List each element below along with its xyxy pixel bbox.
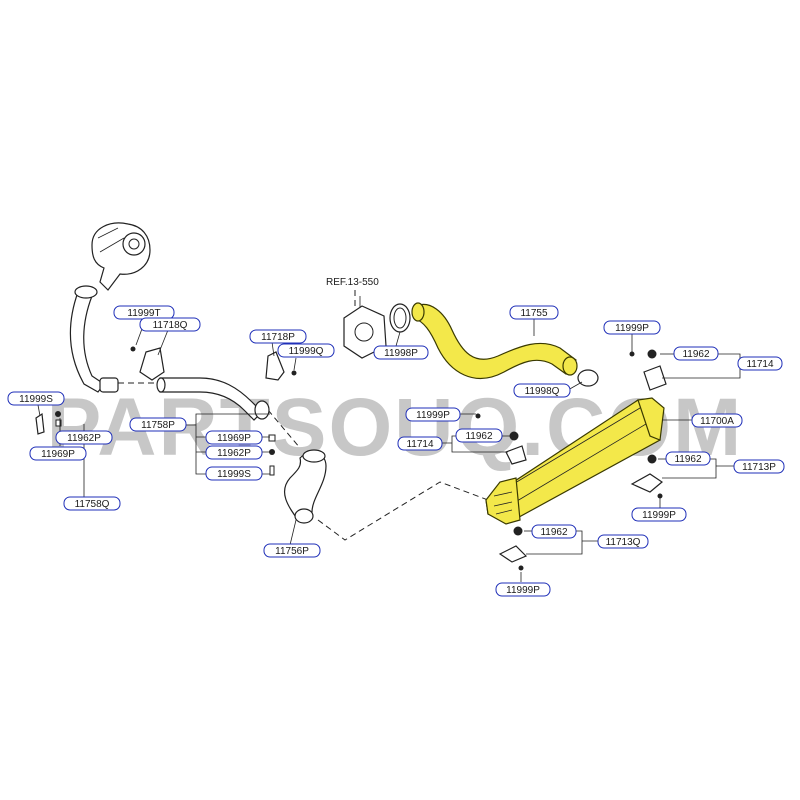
label-11969p-mid: 11969P (217, 433, 251, 444)
label-11999p-a: 11999P (615, 323, 649, 334)
hose-11755[interactable] (411, 302, 578, 380)
label-11713p: 11713P (742, 462, 776, 473)
label-11758p: 11758P (141, 420, 175, 431)
hose-11758q[interactable] (69, 285, 119, 393)
clamp-11998q[interactable] (577, 369, 599, 387)
label-11758q: 11758Q (75, 499, 110, 510)
label-11999s-left: 11999S (19, 394, 53, 405)
label-11962-a: 11962 (682, 349, 710, 360)
label-11962p-mid: 11962P (217, 448, 251, 459)
turbocharger[interactable] (91, 222, 151, 291)
right-hardware[interactable] (475, 349, 667, 571)
label-11999t: 11999T (127, 308, 160, 319)
label-11713q: 11713Q (606, 537, 641, 548)
label-11999q: 11999Q (289, 346, 324, 357)
label-11700a: 11700A (700, 416, 734, 427)
label-11962-d: 11962 (540, 527, 568, 538)
label-11998p: 11998P (384, 348, 418, 359)
callout-labels[interactable]: 11999T 11718Q 11718P 11999Q 11999S 11962… (7, 277, 785, 597)
intercooler-11700a[interactable] (485, 397, 665, 525)
clamp-11998p[interactable] (389, 303, 411, 333)
bracket-11718q[interactable] (130, 346, 165, 381)
label-11962-c: 11962 (674, 454, 702, 465)
label-11962p-left: 11962P (67, 433, 101, 444)
label-11998q: 11998Q (525, 386, 560, 397)
label-11718q: 11718Q (153, 320, 188, 331)
label-11756p: 11756P (275, 546, 309, 557)
label-11999p-c: 11999P (642, 510, 676, 521)
label-11755: 11755 (520, 308, 548, 319)
hose-11756p[interactable] (284, 449, 327, 524)
reference-label: REF.13-550 (326, 277, 379, 288)
label-11969p-left: 11969P (41, 449, 75, 460)
label-11714-left: 11714 (406, 439, 434, 450)
pipe-11758p[interactable] (156, 377, 270, 421)
label-11999s-mid: 11999S (217, 469, 251, 480)
label-11999p-b: 11999P (416, 410, 450, 421)
middle-hardware[interactable] (268, 434, 276, 476)
label-11714-right: 11714 (746, 359, 774, 370)
bracket-11718p[interactable] (265, 351, 297, 381)
label-11962-b: 11962 (465, 431, 493, 442)
label-11718p: 11718P (261, 332, 295, 343)
dashed-connections (118, 290, 489, 541)
label-11999p-d: 11999P (506, 585, 540, 596)
